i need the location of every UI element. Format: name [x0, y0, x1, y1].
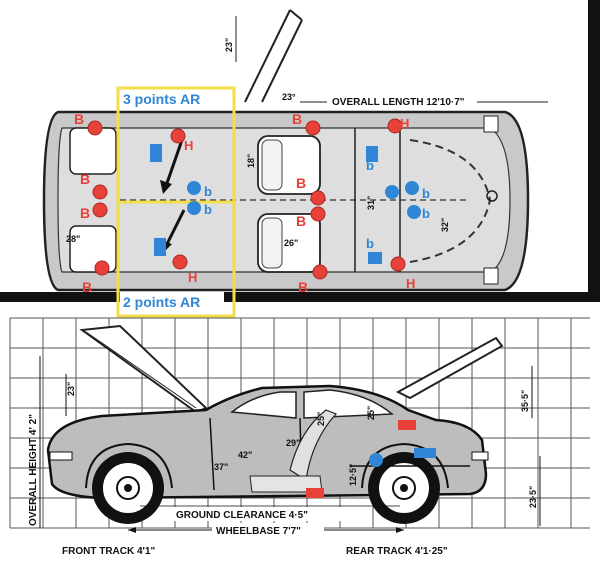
label-b-lower: b: [422, 206, 430, 221]
label-b-upper: B: [80, 205, 90, 221]
dim-top-height: 23": [224, 38, 234, 52]
red-anchor-point: [94, 260, 110, 276]
side-view: OVERALL HEIGHT 4' 2" 23" 35·5" 23·5" 25"…: [28, 324, 541, 557]
label-h: H: [406, 276, 415, 291]
dim-seat-18: 18": [246, 154, 256, 168]
dim-front-track: FRONT TRACK 4'1": [62, 546, 155, 557]
top-view: 23" 23° OVERALL LENGTH 12'10·7" 18" 26" …: [0, 0, 600, 302]
zone-2-points-label: 2 points AR: [123, 294, 200, 310]
dim-37: 37": [214, 462, 228, 472]
label-b-upper: B: [74, 111, 84, 127]
red-anchor-point: [387, 118, 403, 134]
label-h: H: [184, 138, 193, 153]
red-anchor-point: [390, 256, 406, 272]
label-b-lower: b: [422, 186, 430, 201]
label-b-upper: B: [80, 171, 90, 187]
blue-anchor-point: [385, 185, 399, 199]
zone-2-points-box: [116, 200, 236, 318]
blue-anchor-point: [187, 201, 201, 215]
dim-rear-track: REAR TRACK 4'1·25": [346, 546, 448, 557]
red-anchor-point: [305, 120, 321, 136]
label-b-lower: b: [204, 202, 212, 217]
dim-overall-height: OVERALL HEIGHT 4' 2": [28, 414, 39, 526]
dim-12-5: 12·5": [348, 464, 358, 486]
label-b-upper: B: [296, 175, 306, 191]
dim-ground-clearance: GROUND CLEARANCE 4·5": [176, 510, 308, 521]
dim-wheelbase: WHEELBASE 7'7": [216, 526, 301, 537]
blue-anchor-block: [368, 252, 382, 264]
red-anchor-point: [172, 254, 188, 270]
label-b-upper: B: [82, 279, 92, 295]
red-anchor-point: [312, 264, 328, 280]
label-h: H: [188, 270, 197, 285]
dim-overall-length: OVERALL LENGTH 12'10·7": [332, 97, 465, 108]
dim-rear-35: 35·5": [520, 390, 530, 412]
label-b-lower: b: [366, 158, 374, 173]
dim-rear-31: 31": [366, 196, 376, 210]
zone-3-points-label: 3 points AR: [123, 91, 200, 107]
label-b-upper: B: [296, 213, 306, 229]
label-b-upper: B: [298, 279, 308, 295]
label-b-lower: b: [366, 236, 374, 251]
side-red-anchor: [306, 488, 324, 498]
blue-anchor-point: [187, 181, 201, 195]
label-b-upper: B: [292, 111, 302, 127]
dim-front-44: 32": [440, 218, 450, 232]
side-blue-anchor: [369, 453, 383, 467]
dim-23-5: 23·5": [528, 486, 538, 508]
dim-side-25: 25": [366, 406, 376, 420]
blue-anchor-block: [150, 144, 162, 162]
red-anchor-point: [170, 128, 186, 144]
red-anchor-point: [310, 190, 326, 206]
blue-anchor-point: [405, 181, 419, 195]
dim-seat-26: 26": [284, 238, 298, 248]
dim-29: 29": [286, 438, 300, 448]
red-anchor-point: [92, 202, 108, 218]
blue-anchor-block: [154, 238, 166, 256]
label-b-lower: b: [204, 184, 212, 199]
red-anchor-point: [87, 120, 103, 136]
side-blue-anchor: [414, 448, 436, 458]
red-anchor-point: [310, 206, 326, 222]
dim-windscreen-25: 25": [316, 412, 326, 426]
red-anchor-point: [92, 184, 108, 200]
dim-42: 42": [238, 450, 252, 460]
dim-angle: 23°: [282, 92, 296, 102]
dim-hood-23: 23": [66, 382, 76, 396]
blue-anchor-block: [366, 146, 378, 162]
dim-rear-28: 28": [66, 234, 80, 244]
label-h: H: [400, 116, 409, 131]
blue-anchor-point: [407, 205, 421, 219]
side-red-anchor: [398, 420, 416, 430]
